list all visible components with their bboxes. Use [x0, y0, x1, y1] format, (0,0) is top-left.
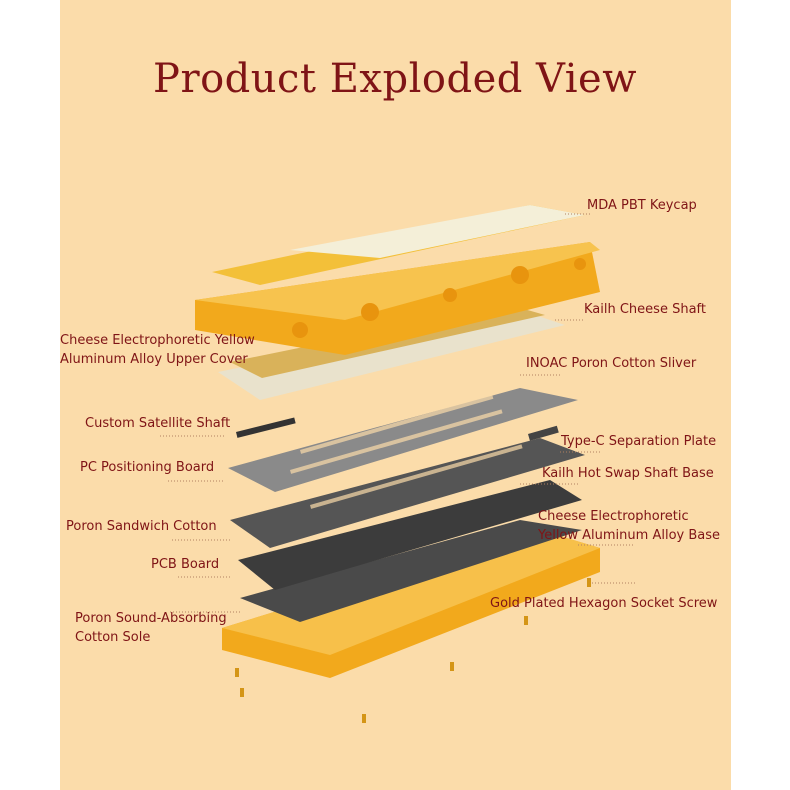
label-typec: Type-C Separation Plate: [561, 434, 717, 449]
pcb-board: [238, 480, 582, 590]
stabilizer-bar: [235, 417, 296, 438]
sound-absorbing-sole: [240, 520, 582, 622]
sandwich-cotton: [230, 438, 585, 548]
page-title: Product Exploded View: [153, 56, 637, 102]
label-base-2: Yellow Aluminum Alloy Base: [538, 528, 720, 543]
label-hotswap: Kailh Hot Swap Shaft Base: [542, 466, 714, 481]
label-pcb: PCB Board: [151, 557, 220, 572]
keycaps: [212, 205, 585, 285]
label-sliver: INOAC Poron Cotton Sliver: [526, 356, 697, 371]
aluminum-base: [222, 530, 600, 678]
upper-cover: [195, 242, 600, 355]
plate-holes: [290, 394, 523, 509]
label-screw: Gold Plated Hexagon Socket Screw: [490, 596, 718, 611]
label-sole-2: Cotton Sole: [75, 630, 151, 645]
label-sole-1: Poron Sound-Absorbing: [75, 611, 227, 626]
background-panel: [60, 0, 731, 790]
label-upper-cover-2: Aluminum Alloy Upper Cover: [60, 352, 248, 367]
label-keycap: MDA PBT Keycap: [587, 198, 697, 213]
label-sandwich: Poron Sandwich Cotton: [66, 519, 217, 534]
label-stabilizer: Custom Satellite Shaft: [85, 416, 231, 431]
label-pc-board: PC Positioning Board: [80, 460, 215, 475]
label-upper-cover-1: Cheese Electrophoretic Yellow: [60, 333, 255, 348]
screws: [235, 578, 591, 723]
typec-plate: [528, 425, 559, 441]
leader-lines: [160, 213, 635, 613]
label-switch: Kailh Cheese Shaft: [584, 302, 706, 317]
label-base-1: Cheese Electrophoretic: [538, 509, 689, 524]
